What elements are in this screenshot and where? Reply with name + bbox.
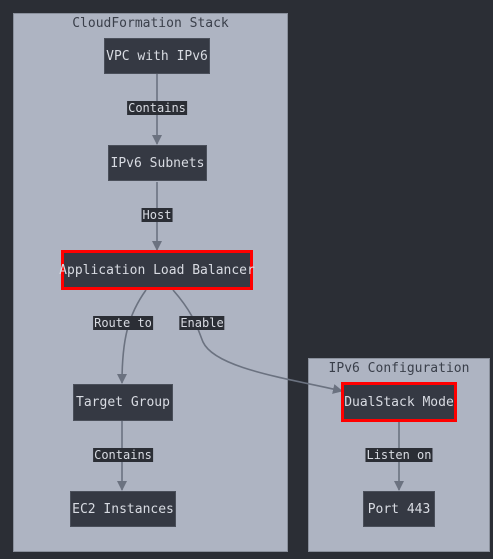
- cluster-title-cloudformation-stack: CloudFormation Stack: [72, 16, 229, 31]
- edge-label-contains-1: Contains: [127, 101, 187, 115]
- node-target-group[interactable]: Target Group: [73, 384, 173, 421]
- edge-label-contains-2: Contains: [93, 448, 153, 462]
- node-vpc-with-ipv6[interactable]: VPC with IPv6: [104, 38, 210, 74]
- node-dualstack-mode[interactable]: DualStack Mode: [341, 382, 457, 422]
- edge-alb-to-dualstack: [172, 289, 343, 394]
- node-ipv6-subnets[interactable]: IPv6 Subnets: [108, 145, 207, 181]
- node-port-443[interactable]: Port 443: [363, 491, 435, 527]
- edge-label-host: Host: [141, 208, 173, 222]
- node-application-load-balancer[interactable]: Application Load Balancer: [59, 250, 255, 290]
- edge-label-listen-on: Listen on: [365, 448, 433, 462]
- node-ec2-instances[interactable]: EC2 Instances: [70, 491, 176, 527]
- edge-label-route-to: Route to: [93, 316, 153, 330]
- edge-alb-to-target-group: [117, 289, 147, 384]
- edge-label-enable: Enable: [179, 316, 225, 330]
- cluster-title-ipv6-configuration: IPv6 Configuration: [328, 361, 470, 376]
